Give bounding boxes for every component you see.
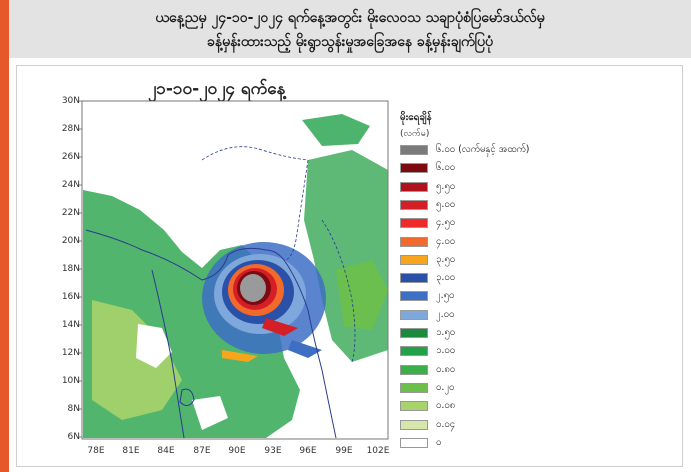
legend-item: ၆.၀၀ (လက်မနှင့် အထက်)	[400, 144, 530, 156]
lat-label: 12N	[61, 348, 80, 358]
legend-item: ၃.၀၀	[400, 272, 455, 284]
legend-item: ၁.၅၀	[400, 327, 455, 339]
coastline-east-india	[151, 269, 185, 439]
rain-band-red	[262, 318, 298, 336]
coastline-myanmar	[283, 259, 337, 439]
lon-label: 81E	[122, 446, 140, 456]
legend-item: ၄.၅၀	[400, 217, 455, 229]
coastline-india	[85, 229, 285, 281]
legend-swatch	[400, 328, 428, 338]
lat-label: 30N	[61, 96, 80, 106]
legend-label: ၄.၀၀	[436, 235, 456, 247]
legend-item: ၆.၀၀	[400, 162, 455, 174]
legend-item: ၀.၂၀	[400, 382, 454, 394]
island-sri-lanka	[179, 388, 195, 406]
rain-band-orange	[222, 350, 258, 362]
lon-label: 84E	[157, 446, 175, 456]
header-line-1: ယနေ့ညမှ ၂၄-၁၀-၂၀၂၄ ရက်နေ့အတွင်း မိုးလေဝသ…	[155, 10, 545, 26]
legend-label: ၁.၀၀	[436, 345, 456, 357]
lon-label: 96E	[299, 446, 317, 456]
lon-label: 99E	[335, 446, 353, 456]
legend-label: ၅.၅၀	[436, 180, 456, 192]
legend-label: ၀.၀၈	[436, 400, 456, 412]
legend-label: ၆.၀၀	[436, 162, 456, 174]
lat-label: 20N	[61, 236, 80, 246]
lat-label: 8N	[67, 404, 80, 414]
accent-bar	[0, 0, 9, 472]
lon-label: 87E	[193, 446, 211, 456]
legend-swatch	[400, 163, 428, 174]
legend-label: ၂.၀၀	[436, 308, 455, 320]
header-line-2: ခန့်မှန်းထားသည့် မိုးရွာသွန်းမှုအခြေအနေ …	[207, 34, 493, 50]
page-header: ယနေ့ညမှ ၂၄-၁၀-၂၀၂၄ ရက်နေ့အတွင်း မိုးလေဝသ…	[9, 0, 691, 58]
lon-label: 93E	[264, 446, 282, 456]
lat-label: 16N	[61, 292, 80, 302]
lon-label: 78E	[87, 446, 105, 456]
legend-label: ၀.၀၄	[436, 418, 456, 430]
border-dashed-1	[201, 146, 309, 161]
legend-swatch	[400, 273, 428, 284]
legend-swatch	[400, 236, 428, 247]
legend-item: ၀	[400, 437, 441, 449]
legend-item: ၂.၅၀	[400, 290, 454, 302]
lon-label: 90E	[228, 446, 246, 456]
legend-swatch	[400, 401, 428, 412]
legend-swatch	[400, 382, 428, 393]
legend-label: ၂.၅၀	[436, 290, 455, 302]
legend-swatch	[400, 254, 428, 265]
legend-item: ၅.၀၀	[400, 199, 455, 211]
border-dashed-2	[283, 159, 309, 261]
legend-swatch	[400, 291, 428, 302]
lat-label: 10N	[61, 376, 80, 386]
legend-label: ၁.၅၀	[436, 327, 456, 338]
legend-item: ၁.၀၀	[400, 345, 455, 357]
legend-item: ၃.၅၀	[400, 254, 455, 266]
legend-swatch	[400, 346, 428, 357]
map-title: ၂၁-၁၀-၂၀၂၄ ရက်နေ့	[148, 79, 286, 99]
legend-item: ၂.၀၀	[400, 309, 454, 321]
lon-label: 102E	[366, 446, 390, 456]
legend-item: ၅.၅၀	[400, 181, 455, 193]
rain-field-east-light	[336, 260, 388, 330]
lat-label: 18N	[61, 264, 80, 274]
legend-label: ၃.၅၀	[436, 253, 456, 265]
lat-label: 6N	[67, 432, 80, 442]
cyclone-core	[240, 274, 266, 302]
legend-swatch	[400, 218, 428, 229]
legend-item: ၀.၀၄	[400, 419, 455, 431]
dry-patch-south	[192, 396, 228, 430]
legend-label: ၃.၀၀	[436, 272, 456, 284]
legend-label: ၆.၀၀ (လက်မနှင့် အထက်)	[436, 144, 530, 155]
legend-unit: (လက်မ)	[400, 129, 430, 139]
rain-band-blue	[288, 340, 322, 358]
border-dashed-3	[321, 219, 356, 363]
legend-label: ၅.၀၀	[436, 198, 456, 210]
legend-swatch	[400, 145, 428, 155]
dry-patch-india	[136, 324, 172, 368]
legend-swatch	[400, 181, 428, 192]
legend-label: ၀.၈၀	[436, 363, 456, 375]
rain-field-north	[302, 114, 370, 146]
legend-item: ၀.၀၈	[400, 400, 455, 412]
legend-label: ၀	[436, 436, 442, 448]
legend-item: ၀.၈၀	[400, 364, 455, 376]
lat-label: 28N	[61, 124, 80, 134]
lat-label: 24N	[61, 180, 80, 190]
legend-item: ၄.၀၀	[400, 236, 455, 248]
legend-title: မိုးရေချိန်	[400, 112, 432, 123]
legend-label: ၀.၂၀	[436, 381, 455, 393]
legend-swatch	[400, 199, 428, 210]
legend-swatch	[400, 437, 428, 448]
legend-swatch	[400, 419, 428, 430]
rain-field-west-light	[92, 300, 182, 420]
legend-label: ၄.၅၀	[436, 217, 456, 229]
lat-label: 26N	[61, 152, 80, 162]
lat-label: 22N	[61, 208, 80, 218]
rainfall-map	[78, 100, 389, 440]
axis-ticks	[78, 100, 82, 438]
lat-label: 14N	[61, 320, 80, 330]
legend-swatch	[400, 309, 428, 320]
legend-swatch	[400, 364, 428, 375]
